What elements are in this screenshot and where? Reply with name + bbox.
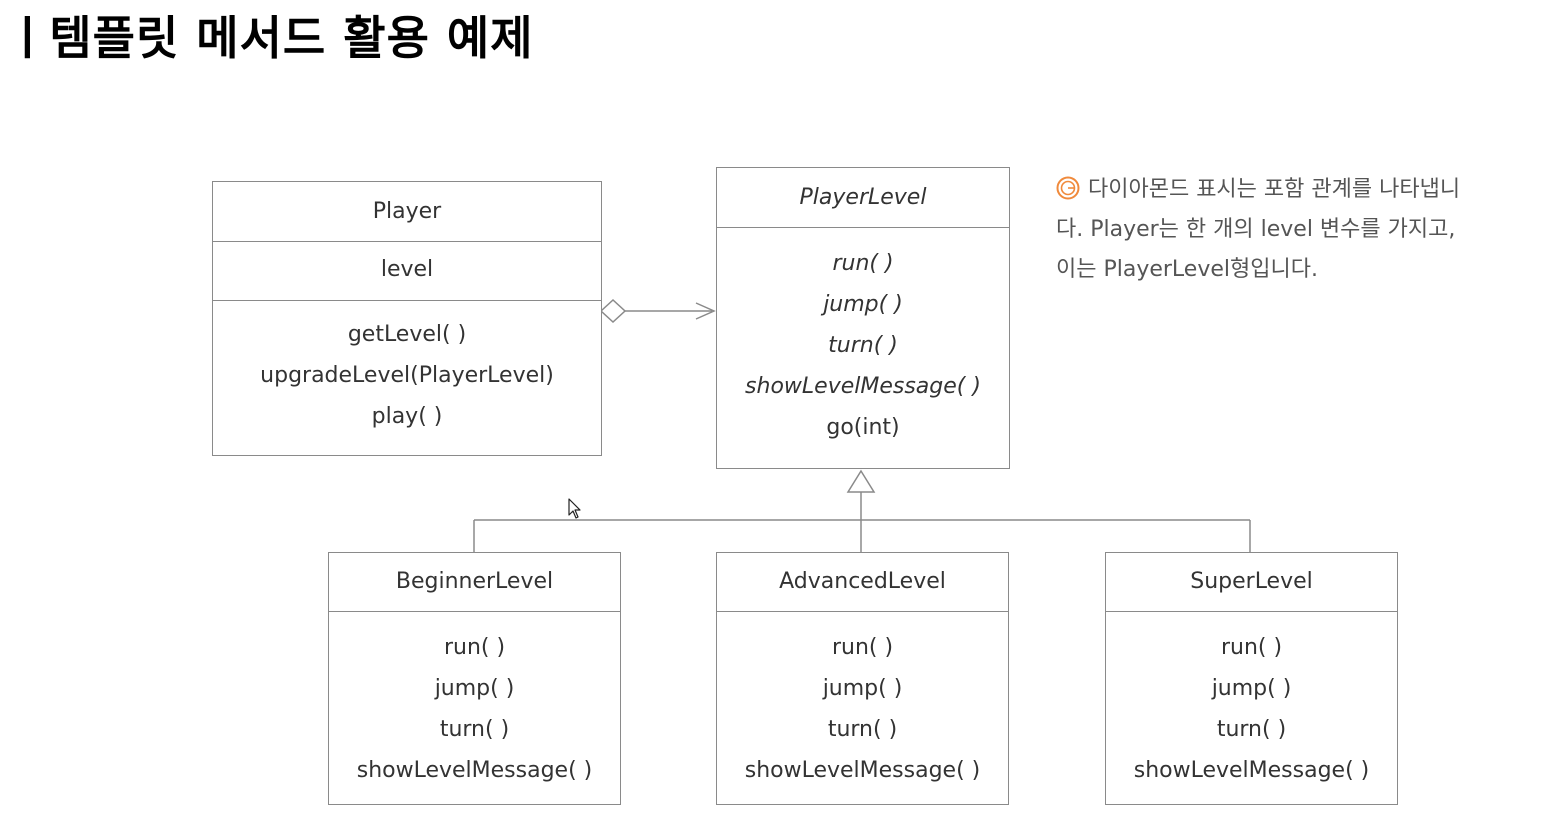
super-level-method: jump( ) — [1211, 676, 1292, 701]
beginner-level-method: jump( ) — [434, 676, 515, 701]
diagram-note: 다이아몬드 표시는 포함 관계를 나타냅니 다. Player는 한 개의 le… — [1056, 170, 1536, 290]
player-level-method: turn( ) — [828, 333, 898, 358]
player-level-class-name-section: PlayerLevel — [717, 168, 1009, 227]
player-level-method: run( ) — [832, 251, 894, 276]
super-level-method: showLevelMessage( ) — [1133, 758, 1370, 783]
note-line-3: 이는 PlayerLevel형입니다. — [1056, 257, 1318, 282]
aggregation-connector — [599, 298, 716, 324]
mouse-cursor-icon — [568, 498, 581, 519]
page-title: ㅣ템플릿 메서드 활용 예제 — [6, 11, 534, 65]
super-level-method: turn( ) — [1216, 717, 1287, 742]
advanced-level-method: jump( ) — [822, 676, 903, 701]
player-level-methods-section: run( ) jump( ) turn( ) showLevelMessage(… — [717, 227, 1009, 468]
aggregation-arrowhead — [695, 302, 716, 320]
note-text: 다이아몬드 표시는 포함 관계를 나타냅니 — [1088, 177, 1461, 202]
player-field-level: level — [380, 257, 434, 282]
player-class-name-section: Player — [213, 182, 601, 241]
super-level-methods-section: run( ) jump( ) turn( ) showLevelMessage(… — [1106, 611, 1397, 804]
player-class-name: Player — [372, 199, 442, 224]
advanced-level-method: run( ) — [831, 635, 894, 660]
player-level-method: go(int) — [826, 415, 900, 440]
aggregation-diamond — [599, 298, 627, 324]
beginner-level-methods-section: run( ) jump( ) turn( ) showLevelMessage(… — [329, 611, 620, 804]
player-level-method: showLevelMessage( ) — [745, 374, 981, 399]
inheritance-triangle — [846, 469, 876, 493]
player-level-class-name: PlayerLevel — [799, 185, 927, 210]
beginner-level-class-box: BeginnerLevel run( ) jump( ) turn( ) sho… — [328, 552, 621, 805]
super-level-method: run( ) — [1220, 635, 1283, 660]
player-method: play( ) — [371, 404, 443, 429]
player-method: getLevel( ) — [347, 322, 467, 347]
player-class-box: Player level getLevel( ) upgradeLevel(Pl… — [212, 181, 602, 456]
player-level-class-box: PlayerLevel run( ) jump( ) turn( ) showL… — [716, 167, 1010, 469]
beginner-level-method: run( ) — [443, 635, 506, 660]
note-g-icon — [1056, 176, 1080, 200]
player-method: upgradeLevel(PlayerLevel) — [260, 363, 554, 388]
advanced-level-method: showLevelMessage( ) — [744, 758, 981, 783]
super-level-class-name-section: SuperLevel — [1106, 553, 1397, 611]
player-level-method: jump( ) — [823, 292, 903, 317]
advanced-level-method: turn( ) — [827, 717, 898, 742]
beginner-level-method: turn( ) — [439, 717, 510, 742]
beginner-level-class-name-section: BeginnerLevel — [329, 553, 620, 611]
player-fields-section: level — [213, 241, 601, 300]
note-line-1: 다이아몬드 표시는 포함 관계를 나타냅니 — [1056, 170, 1536, 210]
advanced-level-methods-section: run( ) jump( ) turn( ) showLevelMessage(… — [717, 611, 1008, 804]
inheritance-connector — [473, 469, 1251, 552]
super-level-class-box: SuperLevel run( ) jump( ) turn( ) showLe… — [1105, 552, 1398, 805]
beginner-level-method: showLevelMessage( ) — [356, 758, 593, 783]
note-line-2: 다. Player는 한 개의 level 변수를 가지고, — [1056, 217, 1456, 242]
advanced-level-class-name: AdvancedLevel — [779, 569, 946, 594]
beginner-level-class-name: BeginnerLevel — [395, 569, 554, 594]
advanced-level-class-name-section: AdvancedLevel — [717, 553, 1008, 611]
super-level-class-name: SuperLevel — [1190, 569, 1313, 594]
player-methods-section: getLevel( ) upgradeLevel(PlayerLevel) pl… — [213, 300, 601, 455]
advanced-level-class-box: AdvancedLevel run( ) jump( ) turn( ) sho… — [716, 552, 1009, 805]
